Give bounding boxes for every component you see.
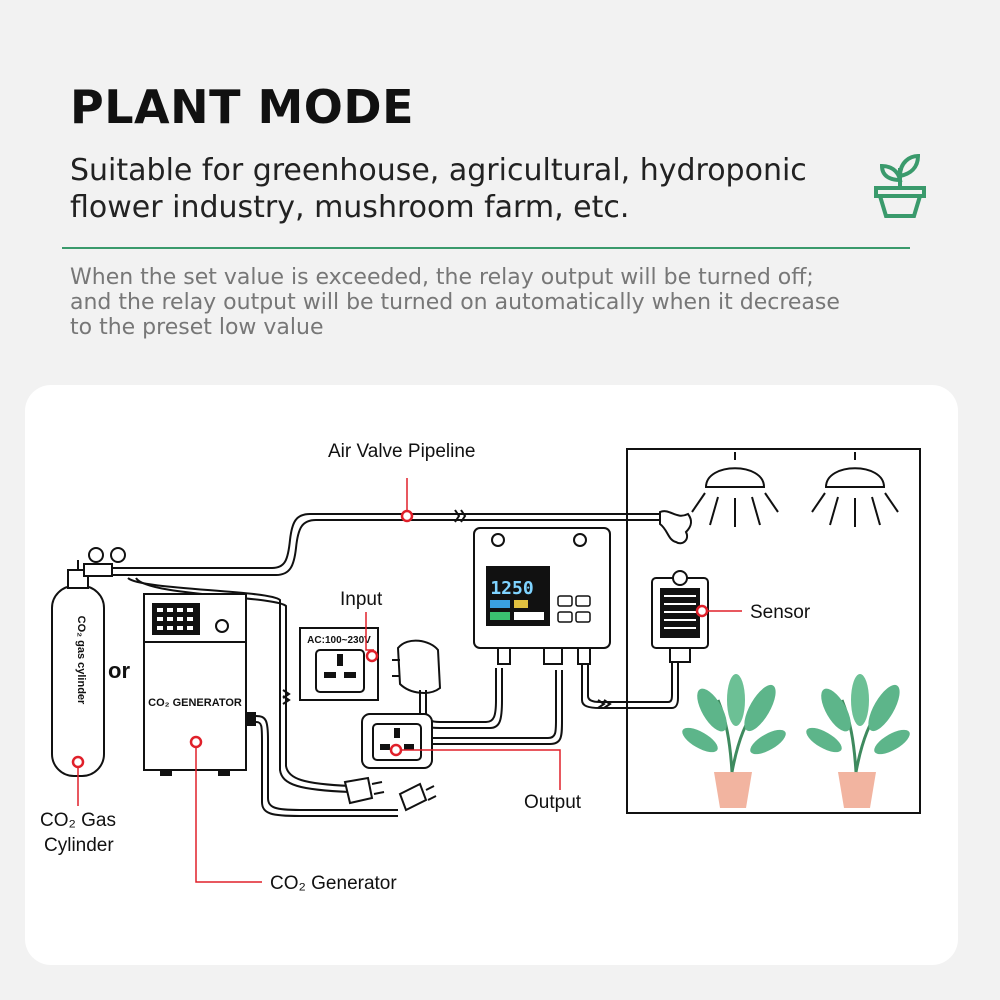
callout-lines	[77, 478, 742, 883]
label-co2-gas-cylinder-line2: Cylinder	[44, 835, 114, 856]
power-plug	[343, 776, 437, 812]
subtitle-line: flower industry, mushroom farm, etc.	[70, 190, 630, 225]
grow-lamp	[811, 452, 899, 527]
feed-hose	[127, 577, 351, 793]
label-co2-gas-cylinder-line1: CO₂ Gas	[40, 810, 116, 831]
grow-room-box	[626, 448, 921, 814]
subtitle-line: Suitable for greenhouse, agricultural, h…	[70, 153, 807, 188]
pipe-nozzle	[659, 510, 693, 545]
co2-sensor	[651, 570, 709, 663]
input-plug	[392, 639, 442, 694]
label-output: Output	[524, 792, 582, 813]
output-socket	[361, 713, 433, 769]
cylinder-text: CO₂ gas cylinder	[75, 616, 87, 705]
grow-lamp	[691, 452, 779, 527]
description-line: to the preset low value	[70, 315, 324, 340]
output-cable	[432, 670, 563, 745]
description-line: When the set value is exceeded, the rela…	[70, 265, 814, 290]
label-co2-generator: CO₂ Generator	[270, 873, 397, 894]
controller-display-value: 1250	[490, 578, 533, 599]
generator-cable	[255, 715, 398, 817]
co2-generator: CO₂ GENERATOR	[143, 593, 256, 776]
plant	[806, 674, 910, 808]
page-title: PLANT MODE	[70, 80, 415, 134]
plant	[682, 674, 786, 808]
label-air-valve-pipeline: Air Valve Pipeline	[328, 441, 476, 462]
socket-text: AC:100~230V	[307, 635, 371, 646]
air-valve-pipeline	[110, 509, 660, 576]
callout-markers	[71, 509, 709, 769]
co2-gas-cylinder: CO₂ gas cylinder	[51, 547, 126, 777]
wall-socket: AC:100~230V	[299, 627, 379, 701]
label-sensor: Sensor	[750, 602, 811, 623]
sensor-cable	[581, 660, 679, 709]
section-divider	[62, 247, 910, 249]
generator-text: CO₂ GENERATOR	[148, 697, 242, 709]
potted-plant-icon	[874, 153, 926, 218]
or-label: or	[108, 658, 130, 683]
description-line: and the relay output will be turned on a…	[70, 290, 840, 315]
label-input: Input	[340, 589, 383, 610]
page-subtitle: Suitable for greenhouse, agricultural, h…	[70, 152, 850, 226]
co2-controller: 1250	[473, 527, 611, 665]
mode-description: When the set value is exceeded, the rela…	[70, 265, 950, 340]
